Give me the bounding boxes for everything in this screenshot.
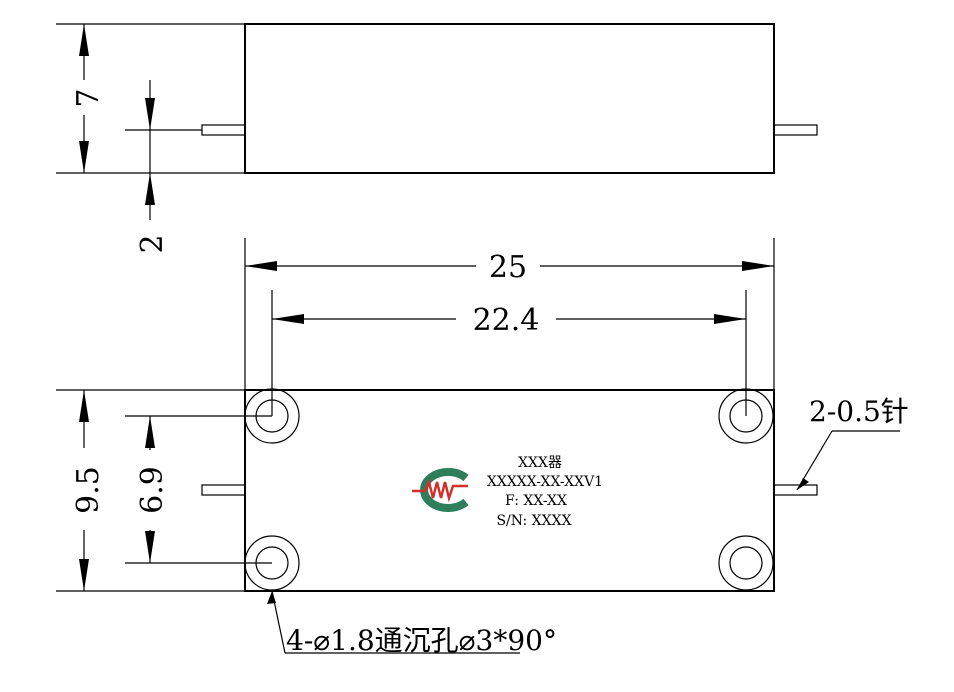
label-line-4: S/N: XXXX <box>496 513 571 529</box>
hole-annotation: 4-⌀1.8通沉孔⌀3*90° <box>267 590 557 657</box>
dimension-side-height-label: 7 <box>71 88 106 107</box>
dimension-pin-offset: 2 <box>135 80 170 254</box>
label-line-1: XXX器 <box>518 455 562 471</box>
side-view-pin-left <box>201 124 246 136</box>
dimension-hole-vertical-spacing-label: 6.9 <box>135 466 170 514</box>
pin-annotation-label: 2-0.5针 <box>809 395 909 428</box>
top-view: 25 22.4 9.5 6.9 <box>56 238 909 657</box>
top-view-pin-left <box>201 484 246 496</box>
side-view-pin-right <box>773 124 818 136</box>
company-logo <box>412 468 469 512</box>
dimension-total-width: 9.5 <box>71 390 106 591</box>
logo-wave <box>412 478 468 503</box>
top-view-pin-right <box>773 484 818 496</box>
dimension-pin-offset-label: 2 <box>135 234 170 253</box>
label-line-3: F: XX-XX <box>505 493 567 509</box>
dimension-total-length-label: 25 <box>489 250 527 285</box>
side-view-body <box>244 23 775 174</box>
dimension-hole-spacing-label: 22.4 <box>473 303 540 338</box>
mounting-hole-bottom-right <box>718 535 774 591</box>
product-label: XXX器 XXXXX-XX-XXV1 F: XX-XX S/N: XXXX <box>487 455 603 529</box>
pin-annotation: 2-0.5针 <box>796 395 909 491</box>
dimension-hole-vertical-spacing: 6.9 <box>135 416 170 563</box>
top-view-body <box>244 389 775 592</box>
dimension-side-height: 7 <box>71 24 106 173</box>
side-view: 7 2 <box>56 23 818 254</box>
hole-annotation-label: 4-⌀1.8通沉孔⌀3*90° <box>286 624 557 657</box>
label-line-2: XXXXX-XX-XXV1 <box>487 474 603 490</box>
dimension-total-length: 25 <box>245 250 774 285</box>
dimension-hole-spacing: 22.4 <box>272 303 746 338</box>
dimension-total-width-label: 9.5 <box>71 466 106 514</box>
